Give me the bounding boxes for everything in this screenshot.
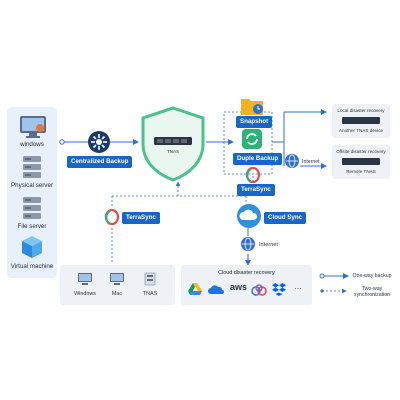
terrasync-left-chip: TerraSync	[122, 212, 160, 224]
mac-client-label: Mac	[111, 291, 123, 297]
clients-box: Windows Mac TNAS	[60, 265, 175, 305]
folder-icon	[241, 99, 263, 115]
windows-client-icon	[78, 273, 92, 285]
terrasync-center-chip: TerraSync	[237, 184, 275, 196]
file-server-label: File server	[17, 223, 47, 230]
cloud-dr-title: Cloud disaster recovery	[218, 270, 275, 276]
mac-client-icon	[110, 273, 124, 285]
cloud-sync-chip: Cloud Sync	[264, 212, 307, 224]
centralized-backup-icon	[88, 131, 110, 153]
snapshot-chip: Snapshot	[236, 116, 273, 128]
cloud-dr-box: Cloud disaster recovery aws ···	[181, 265, 312, 305]
legend-one-way: One-way backup	[352, 273, 392, 279]
dropbox-icon	[272, 283, 286, 296]
centralized-backup-chip: Centralized Backup	[67, 156, 133, 168]
remote-nas-icon	[342, 158, 380, 165]
physical-server-label: Physical server	[11, 182, 53, 189]
sources-panel: windows Physical server File server Virt…	[7, 107, 57, 278]
terrasync-center-icon	[245, 166, 261, 184]
local-dr-subtitle: Another TNAS device	[338, 128, 384, 133]
cloud-sync-icon	[237, 204, 261, 228]
terrasync-left-icon	[104, 208, 120, 226]
aws-label: aws	[230, 282, 248, 292]
duple-backup-chip: Duple Backup	[233, 153, 283, 165]
pcloud-icon	[251, 284, 267, 296]
windows-pc-icon	[20, 116, 46, 138]
virtual-machine-icon	[22, 236, 42, 258]
tnas-client-label: TNAS	[142, 291, 158, 297]
file-server-icon	[23, 197, 41, 219]
more-providers: ···	[294, 284, 302, 293]
virtual-machine-label: Virtual machine	[10, 263, 54, 270]
globe-icon	[285, 154, 299, 168]
internet-mid-label: Internet	[259, 242, 278, 248]
offsite-dr-box: Offsite disaster recovery Remote TNAS	[332, 145, 390, 179]
duple-backup-icon	[242, 129, 262, 149]
local-dr-title: Local disaster recovery	[337, 108, 385, 113]
offsite-dr-title: Offsite disaster recovery	[336, 149, 386, 154]
nas-device-icon	[342, 117, 380, 124]
shield-icon	[141, 106, 205, 182]
local-dr-box: Local disaster recovery Another TNAS dev…	[332, 104, 390, 138]
physical-server-icon	[23, 156, 41, 178]
windows-client-label: Windows	[74, 291, 96, 297]
google-drive-icon	[188, 283, 202, 295]
tnas-client-icon	[144, 272, 156, 286]
onedrive-icon	[208, 285, 224, 294]
windows-label: windows	[20, 141, 44, 148]
legend-two-way: Two-way synchronization	[353, 286, 391, 298]
internet-right-label: Internet	[302, 159, 320, 165]
tnas-center-label: TNAS	[166, 149, 180, 154]
globe-icon	[241, 237, 255, 251]
offsite-dr-subtitle: Remote TNAS	[346, 169, 376, 174]
